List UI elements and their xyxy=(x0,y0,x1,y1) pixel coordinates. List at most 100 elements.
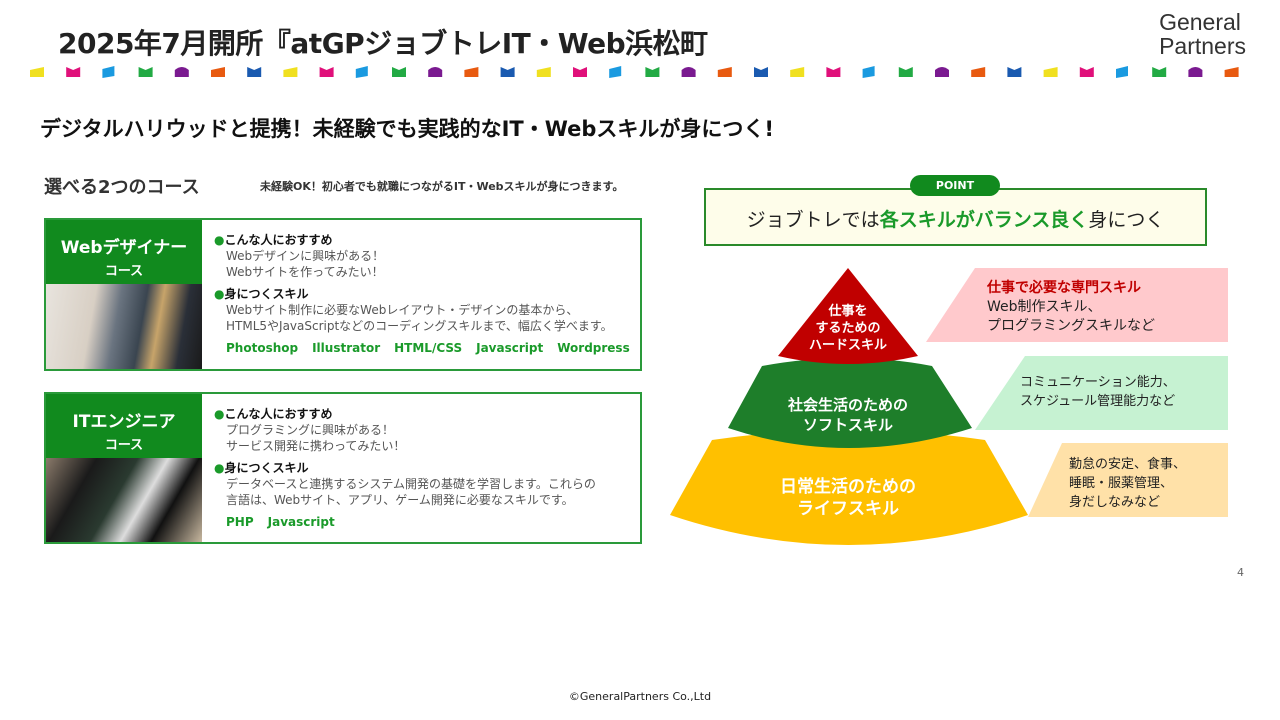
pyramid-bottom-tier xyxy=(670,430,1028,545)
callout-soft: コミュニケーション能力、 スケジュール管理能力など xyxy=(1020,373,1176,411)
tag: Illustrator xyxy=(312,341,381,355)
label-line: 社会生活のための xyxy=(787,396,908,414)
callout-line: 勤怠の安定、食事、 xyxy=(1069,457,1187,472)
callout-line: コミュニケーション能力、 xyxy=(1020,375,1176,390)
flag xyxy=(573,67,587,77)
course-photo-engineer xyxy=(46,458,202,542)
course-name: ITエンジニア xyxy=(72,412,176,432)
point-badge: POINT xyxy=(910,175,1000,196)
point-text: ジョブトレでは xyxy=(746,209,880,231)
slide-title: 2025年7月開所『atGPジョブトレIT・Web浜松町 xyxy=(58,27,708,60)
skill-line: HTML5やJavaScriptなどのコーディングスキルまで、幅広く学べます。 xyxy=(226,319,613,333)
flag xyxy=(971,67,986,77)
skill-heading: 身につくスキル xyxy=(224,461,309,475)
pyramid-top-label: 仕事を するための ハードスキル xyxy=(778,303,918,354)
flag xyxy=(1007,67,1022,77)
flag xyxy=(1152,67,1167,77)
bullet-icon: ● xyxy=(214,233,225,247)
course-suffix: コース xyxy=(104,438,144,453)
callout-line: 身だしなみなど xyxy=(1069,495,1161,510)
course-name: Webデザイナー xyxy=(60,238,188,258)
flag xyxy=(754,67,768,77)
callout-line: 睡眠・服薬管理、 xyxy=(1069,476,1174,491)
tag: Photoshop xyxy=(226,341,299,355)
company-logo: General Partners xyxy=(1159,10,1246,58)
pyramid-middle-label: 社会生活のための ソフトスキル xyxy=(738,395,958,435)
flag xyxy=(898,67,913,77)
courses-heading: 選べる2つのコース xyxy=(44,177,200,198)
flag xyxy=(66,67,81,77)
bullet-icon: ● xyxy=(214,287,225,301)
bullet-icon: ● xyxy=(214,407,225,421)
label-line: 日常生活のための xyxy=(780,477,916,497)
callout-hard-bg xyxy=(926,268,1228,342)
callout-hard: 仕事で必要な専門スキル Web制作スキル、 プログラミングスキルなど xyxy=(987,279,1155,336)
flag xyxy=(247,67,262,77)
flag xyxy=(428,67,443,77)
flag xyxy=(319,67,334,77)
skill-heading: 身につくスキル xyxy=(224,287,309,301)
page-number: 4 xyxy=(1237,566,1244,579)
flag xyxy=(1079,67,1094,77)
rec-line: Webデザインに興味がある！ xyxy=(226,249,385,263)
label-line: するための xyxy=(815,321,881,336)
logo-line2: Partners xyxy=(1159,33,1246,59)
course-card-it-engineer: ITエンジニア コース ●こんな人におすすめ プログラミングに興味がある！ サー… xyxy=(44,392,642,544)
skill-line: Webサイト制作に必要なWebレイアウト・デザインの基本から、 xyxy=(226,303,579,317)
pyramid-middle-tier xyxy=(728,358,972,448)
flag xyxy=(355,66,368,78)
flag-garland xyxy=(30,66,1239,78)
flag xyxy=(1224,67,1239,77)
callout-life-bg xyxy=(1028,443,1228,517)
course-label: ITエンジニア コース xyxy=(46,394,202,458)
flag xyxy=(790,67,805,77)
flag xyxy=(935,67,949,77)
callout-soft-bg xyxy=(975,356,1228,430)
skill-line: データベースと連携するシステム開発の基礎を学習します。これらの xyxy=(226,477,596,491)
pyramid-bottom-label: 日常生活のための ライフスキル xyxy=(728,476,968,520)
logo-line1: General xyxy=(1159,9,1241,35)
callout-line: プログラミングスキルなど xyxy=(987,318,1155,334)
flag xyxy=(862,66,875,78)
flag xyxy=(1043,67,1058,77)
flag xyxy=(138,67,153,77)
callout-life: 勤怠の安定、食事、 睡眠・服薬管理、 身だしなみなど xyxy=(1069,455,1186,512)
flag xyxy=(717,67,732,77)
callout-title: 仕事で必要な専門スキル xyxy=(987,280,1141,296)
flag xyxy=(30,67,44,77)
slide-subtitle: デジタルハリウッドと提携！未経験でも実践的なIT・Webスキルが身につく! xyxy=(40,117,774,141)
course-photo-designer xyxy=(46,284,202,369)
rec-line: プログラミングに興味がある！ xyxy=(226,423,395,437)
flag xyxy=(464,67,479,77)
flag xyxy=(645,67,660,77)
flag xyxy=(826,67,841,77)
tag: PHP xyxy=(226,515,254,529)
label-line: ライフスキル xyxy=(797,499,899,519)
flag xyxy=(681,67,696,77)
skill-line: 言語は、Webサイト、アプリ、ゲーム開発に必要なスキルです。 xyxy=(226,493,574,507)
flag xyxy=(609,66,622,78)
flag xyxy=(1188,67,1203,77)
flag xyxy=(174,67,189,77)
bullet-icon: ● xyxy=(214,461,225,475)
flag xyxy=(392,67,406,77)
course-card-web-designer: Webデザイナー コース ●こんな人におすすめ Webデザインに興味がある！ W… xyxy=(44,218,642,371)
point-box: ジョブトレでは各スキルがバランス良く身につく xyxy=(704,188,1207,246)
copyright: ©GeneralPartners Co.,Ltd xyxy=(568,690,712,703)
flag xyxy=(102,66,115,78)
point-text: 身につく xyxy=(1088,209,1165,231)
skill-tags: PHP Javascript xyxy=(214,514,634,530)
callout-line: Web制作スキル、 xyxy=(987,299,1102,315)
rec-line: Webサイトを作ってみたい！ xyxy=(226,265,384,279)
label-line: ソフトスキル xyxy=(802,416,893,434)
course-suffix: コース xyxy=(104,264,144,279)
rec-heading: こんな人におすすめ xyxy=(224,407,333,421)
rec-line: サービス開発に携わってみたい！ xyxy=(226,439,406,453)
pyramid-top-tier xyxy=(778,268,918,364)
flag xyxy=(211,67,225,77)
flag xyxy=(536,67,551,77)
point-emphasis: 各スキルがバランス良く xyxy=(879,209,1089,231)
tag: Javascript xyxy=(267,515,335,529)
